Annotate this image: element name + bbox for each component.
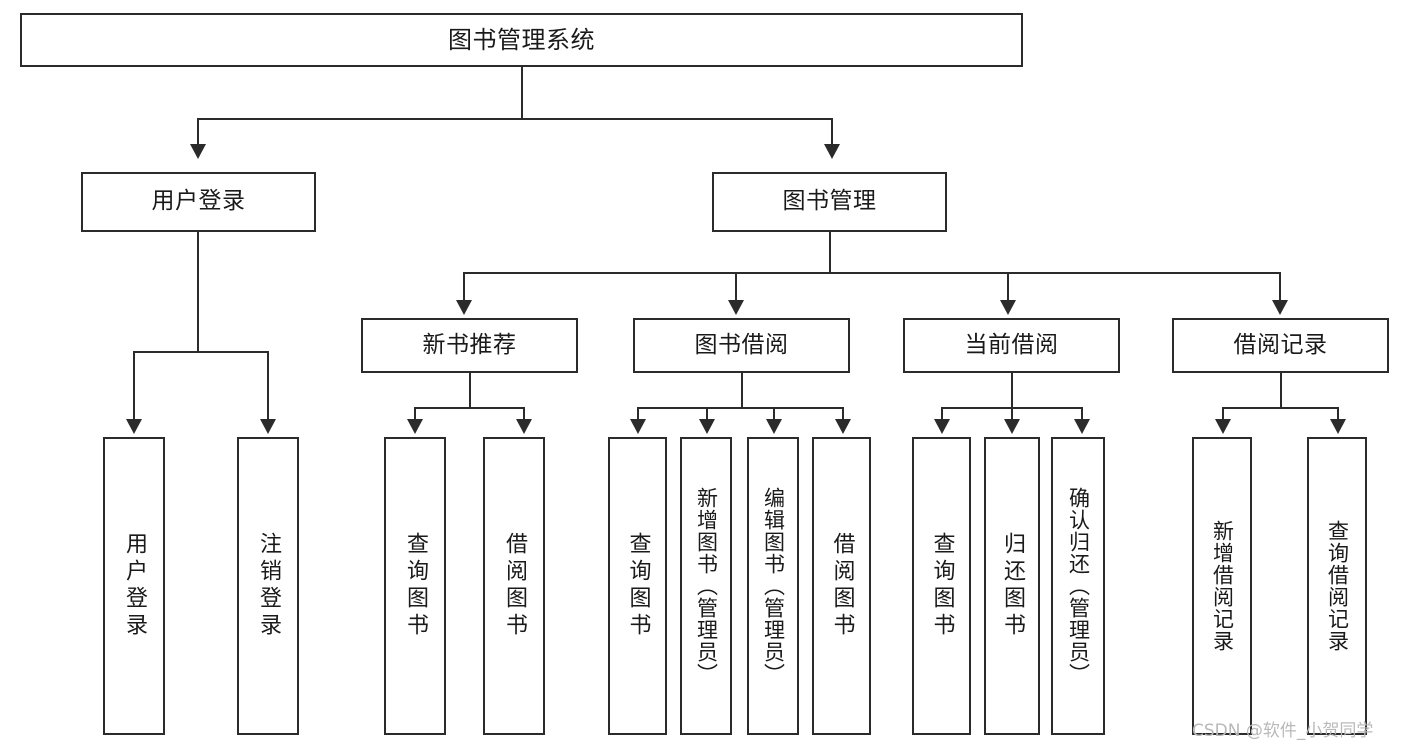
node-label: 查询图书 (403, 532, 428, 640)
node-label: 借阅图书 (502, 532, 527, 640)
connector-bb-drop-3 (773, 407, 775, 421)
leaf-nbr-borrow-book[interactable]: 借阅图书 (483, 437, 545, 735)
arrow-bb-leaf-2 (699, 419, 715, 434)
leaf-cb-return-book[interactable]: 归还图书 (984, 437, 1040, 735)
connector-bb-drop-2 (706, 407, 708, 421)
connector-bm-drop-4 (1279, 272, 1281, 302)
node-label: 注销登录 (256, 532, 281, 640)
node-current-borrow[interactable]: 当前借阅 (903, 318, 1120, 373)
node-label: 查询图书 (929, 532, 955, 640)
connector-br-stem (1280, 373, 1282, 409)
leaf-bb-query-book[interactable]: 查询图书 (608, 437, 667, 735)
connector-root-stem (521, 67, 523, 119)
arrow-bb-leaf-4 (835, 419, 851, 434)
node-root-book-management-system[interactable]: 图书管理系统 (20, 13, 1023, 67)
arrow-nbr-leaf-2 (516, 419, 532, 434)
node-label: 图书管理 (782, 188, 877, 215)
connector-nbr-stem (469, 373, 471, 409)
node-book-borrow[interactable]: 图书借阅 (633, 318, 850, 373)
node-label: 新书推荐 (422, 331, 517, 358)
arrow-to-borrow-record (1272, 300, 1288, 315)
node-label: 借阅记录 (1233, 331, 1328, 358)
arrow-to-user-login (190, 144, 206, 159)
connector-cb-drop-2 (1011, 407, 1013, 421)
node-label: 查询借阅记录 (1325, 520, 1350, 652)
node-label: 图书管理系统 (448, 25, 595, 54)
node-user-login[interactable]: 用户登录 (81, 172, 316, 232)
node-label: 新增借阅记录 (1210, 520, 1235, 652)
connector-user-login-drop-1 (133, 351, 135, 421)
leaf-cb-confirm-return-admin[interactable]: 确认归还（管理员） (1051, 437, 1105, 735)
connector-cb-drop-3 (1081, 407, 1083, 421)
connector-book-management-bus (463, 272, 1280, 274)
connector-br-drop-2 (1337, 407, 1339, 421)
leaf-bb-edit-book-admin[interactable]: 编辑图书（管理员） (747, 437, 799, 735)
node-label: 图书借阅 (694, 331, 789, 358)
node-book-management[interactable]: 图书管理 (712, 172, 947, 232)
connector-bb-drop-1 (637, 407, 639, 421)
connector-root-bus (197, 118, 833, 120)
arrow-bb-leaf-3 (766, 419, 782, 434)
node-label: 用户登录 (151, 188, 246, 215)
arrow-br-leaf-2 (1330, 419, 1346, 434)
leaf-bb-add-book-admin[interactable]: 新增图书（管理员） (680, 437, 732, 735)
leaf-br-add-record[interactable]: 新增借阅记录 (1192, 437, 1252, 735)
connector-user-login-bus (133, 351, 269, 353)
node-label: 用户登录 (122, 532, 147, 640)
arrow-to-book-management (824, 144, 840, 159)
node-label: 查询图书 (625, 532, 651, 640)
arrow-cb-leaf-2 (1004, 419, 1020, 434)
connector-bb-stem (741, 373, 743, 409)
node-label: 借阅图书 (829, 532, 855, 640)
arrow-cb-leaf-1 (934, 419, 950, 434)
leaf-cb-query-book[interactable]: 查询图书 (912, 437, 971, 735)
connector-nbr-bus (414, 407, 525, 409)
leaf-nbr-query-book[interactable]: 查询图书 (384, 437, 446, 735)
connector-bm-drop-1 (463, 272, 465, 302)
connector-nbr-drop-2 (523, 407, 525, 421)
leaf-logout[interactable]: 注销登录 (237, 437, 299, 735)
connector-user-login-stem (197, 232, 199, 352)
node-label: 新增图书（管理员） (694, 487, 719, 685)
leaf-br-query-record[interactable]: 查询借阅记录 (1307, 437, 1367, 735)
connector-book-management-stem (829, 232, 831, 274)
connector-bm-drop-3 (1007, 272, 1009, 302)
arrow-to-new-book-recommendation (456, 300, 472, 315)
connector-br-bus (1222, 407, 1339, 409)
connector-root-drop-2 (831, 118, 833, 146)
arrow-to-current-borrow (1000, 300, 1016, 315)
node-borrow-record[interactable]: 借阅记录 (1172, 318, 1389, 373)
arrow-to-leaf-user-login (126, 419, 142, 434)
leaf-bb-borrow-book[interactable]: 借阅图书 (812, 437, 871, 735)
arrow-cb-leaf-3 (1074, 419, 1090, 434)
node-label: 编辑图书（管理员） (761, 487, 786, 685)
connector-bb-bus (637, 407, 844, 409)
connector-cb-stem (1011, 373, 1013, 409)
leaf-user-login[interactable]: 用户登录 (103, 437, 165, 735)
connector-root-drop-1 (197, 118, 199, 146)
arrow-to-leaf-logout (260, 419, 276, 434)
arrow-bb-leaf-1 (630, 419, 646, 434)
connector-nbr-drop-1 (414, 407, 416, 421)
connector-bm-drop-2 (735, 272, 737, 302)
connector-cb-drop-1 (941, 407, 943, 421)
arrow-to-book-borrow (728, 300, 744, 315)
node-new-book-recommendation[interactable]: 新书推荐 (361, 318, 578, 373)
connector-bb-drop-4 (842, 407, 844, 421)
node-label: 确认归还（管理员） (1066, 487, 1091, 685)
arrow-nbr-leaf-1 (407, 419, 423, 434)
arrow-br-leaf-1 (1215, 419, 1231, 434)
connector-br-drop-1 (1222, 407, 1224, 421)
connector-user-login-drop-2 (267, 351, 269, 421)
node-label: 归还图书 (1000, 532, 1025, 640)
node-label: 当前借阅 (964, 331, 1059, 358)
